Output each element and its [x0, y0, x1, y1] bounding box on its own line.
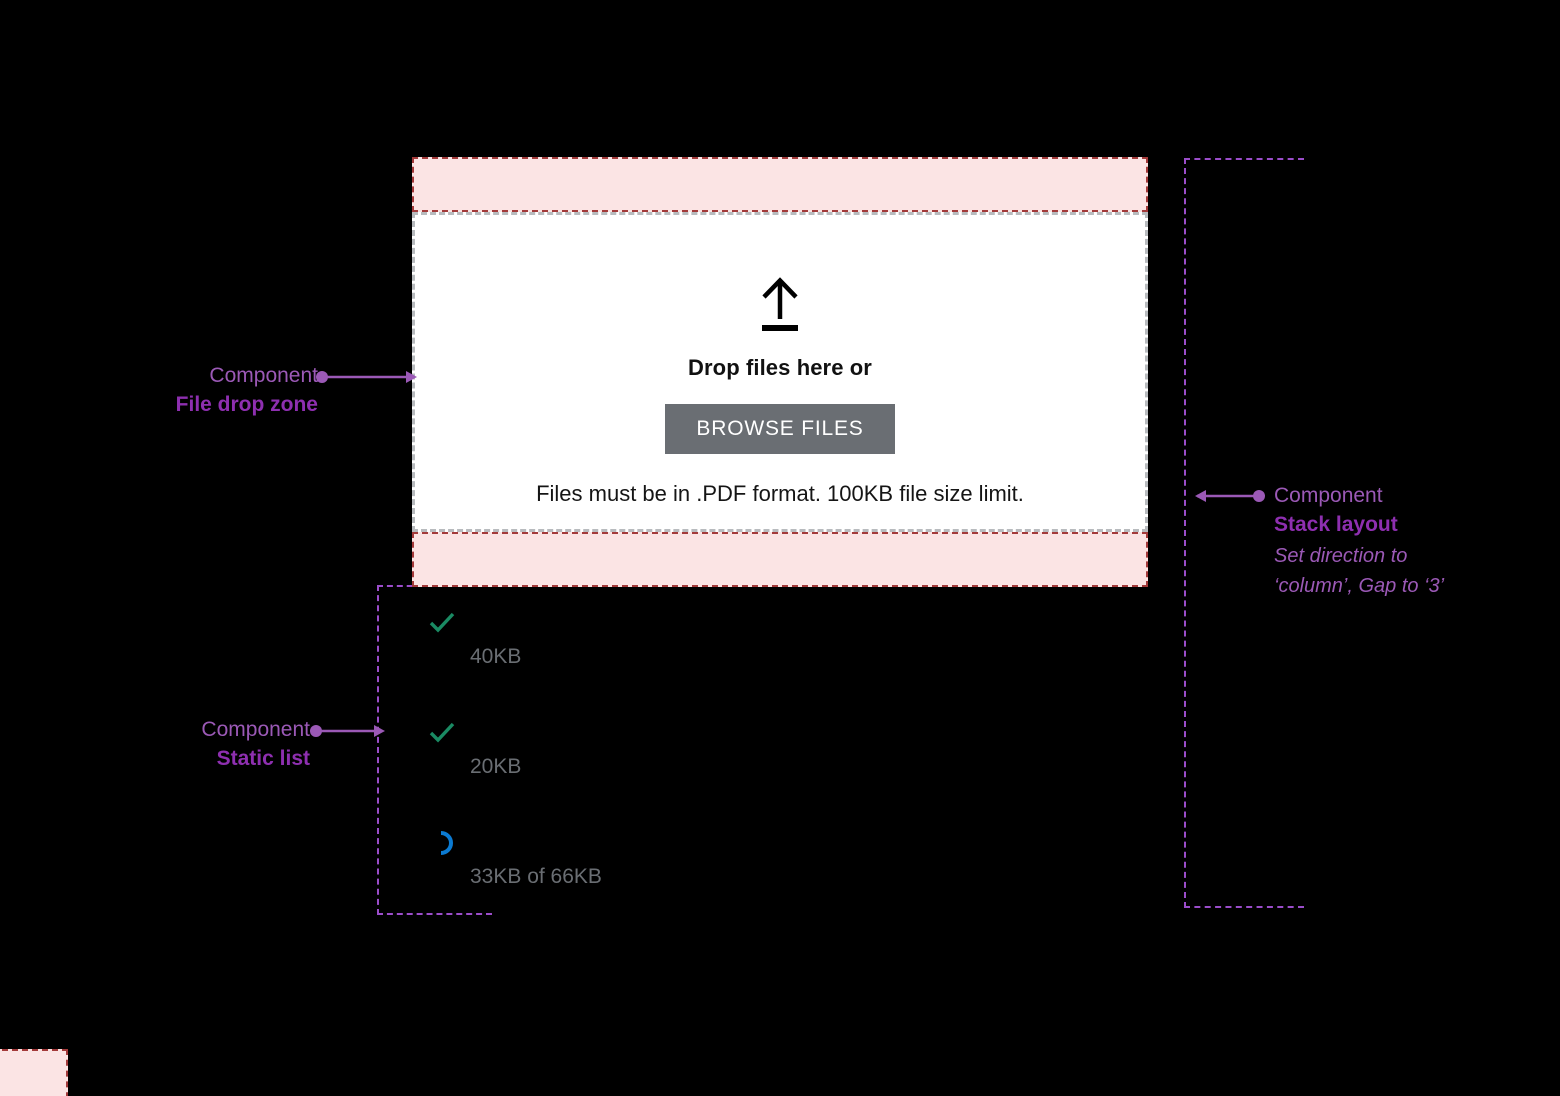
file-drop-zone-component: Drop files here or BROWSE FILES Files mu…	[412, 157, 1148, 587]
browse-files-button[interactable]: BROWSE FILES	[665, 404, 895, 454]
static-list: 40KB 20KB 33KB of 66KB	[428, 605, 1128, 935]
file-drop-zone[interactable]: Drop files here or BROWSE FILES Files mu…	[412, 212, 1148, 532]
spinner-icon	[440, 831, 453, 855]
file-upload-progress: 33KB of 66KB	[470, 865, 602, 888]
annotation-note-line-1: Set direction to	[1274, 544, 1408, 567]
annotation-static-list: Component Static list	[30, 716, 310, 775]
annotation-note-line-2: ‘column’, Gap to ‘3’	[1274, 574, 1445, 597]
annotation-name: File drop zone	[175, 393, 318, 417]
annotation-connector-static-list	[310, 725, 385, 737]
list-item[interactable]: 20KB	[428, 715, 1128, 825]
annotation-kind: Component	[209, 364, 318, 387]
list-item[interactable]: 40KB	[428, 605, 1128, 715]
drop-zone-title: Drop files here or	[688, 355, 872, 380]
annotation-file-drop-zone: Component File drop zone	[50, 362, 318, 421]
upload-arrow-icon	[762, 277, 798, 331]
file-size: 20KB	[470, 755, 522, 778]
stack-layout-outline	[1184, 158, 1304, 908]
annotation-kind: Component	[1274, 484, 1383, 507]
drop-zone-hint: Files must be in .PDF format. 100KB file…	[536, 481, 1024, 506]
annotation-name: Stack layout	[1274, 513, 1398, 537]
check-icon	[429, 722, 455, 743]
spacing-band-bottom	[412, 532, 1148, 587]
spacing-band-top	[412, 157, 1148, 212]
annotation-name: Static list	[216, 747, 310, 771]
file-size: 40KB	[470, 645, 522, 668]
check-icon	[429, 612, 455, 633]
annotation-connector-stack-layout	[1195, 490, 1265, 502]
spacing-legend-swatch	[0, 1049, 68, 1096]
list-item[interactable]: 33KB of 66KB	[428, 825, 1128, 935]
annotation-stack-layout: Component Stack layout Set direction to …	[1274, 482, 1554, 601]
annotation-kind: Component	[201, 718, 310, 741]
annotation-connector-drop-zone	[316, 371, 417, 383]
